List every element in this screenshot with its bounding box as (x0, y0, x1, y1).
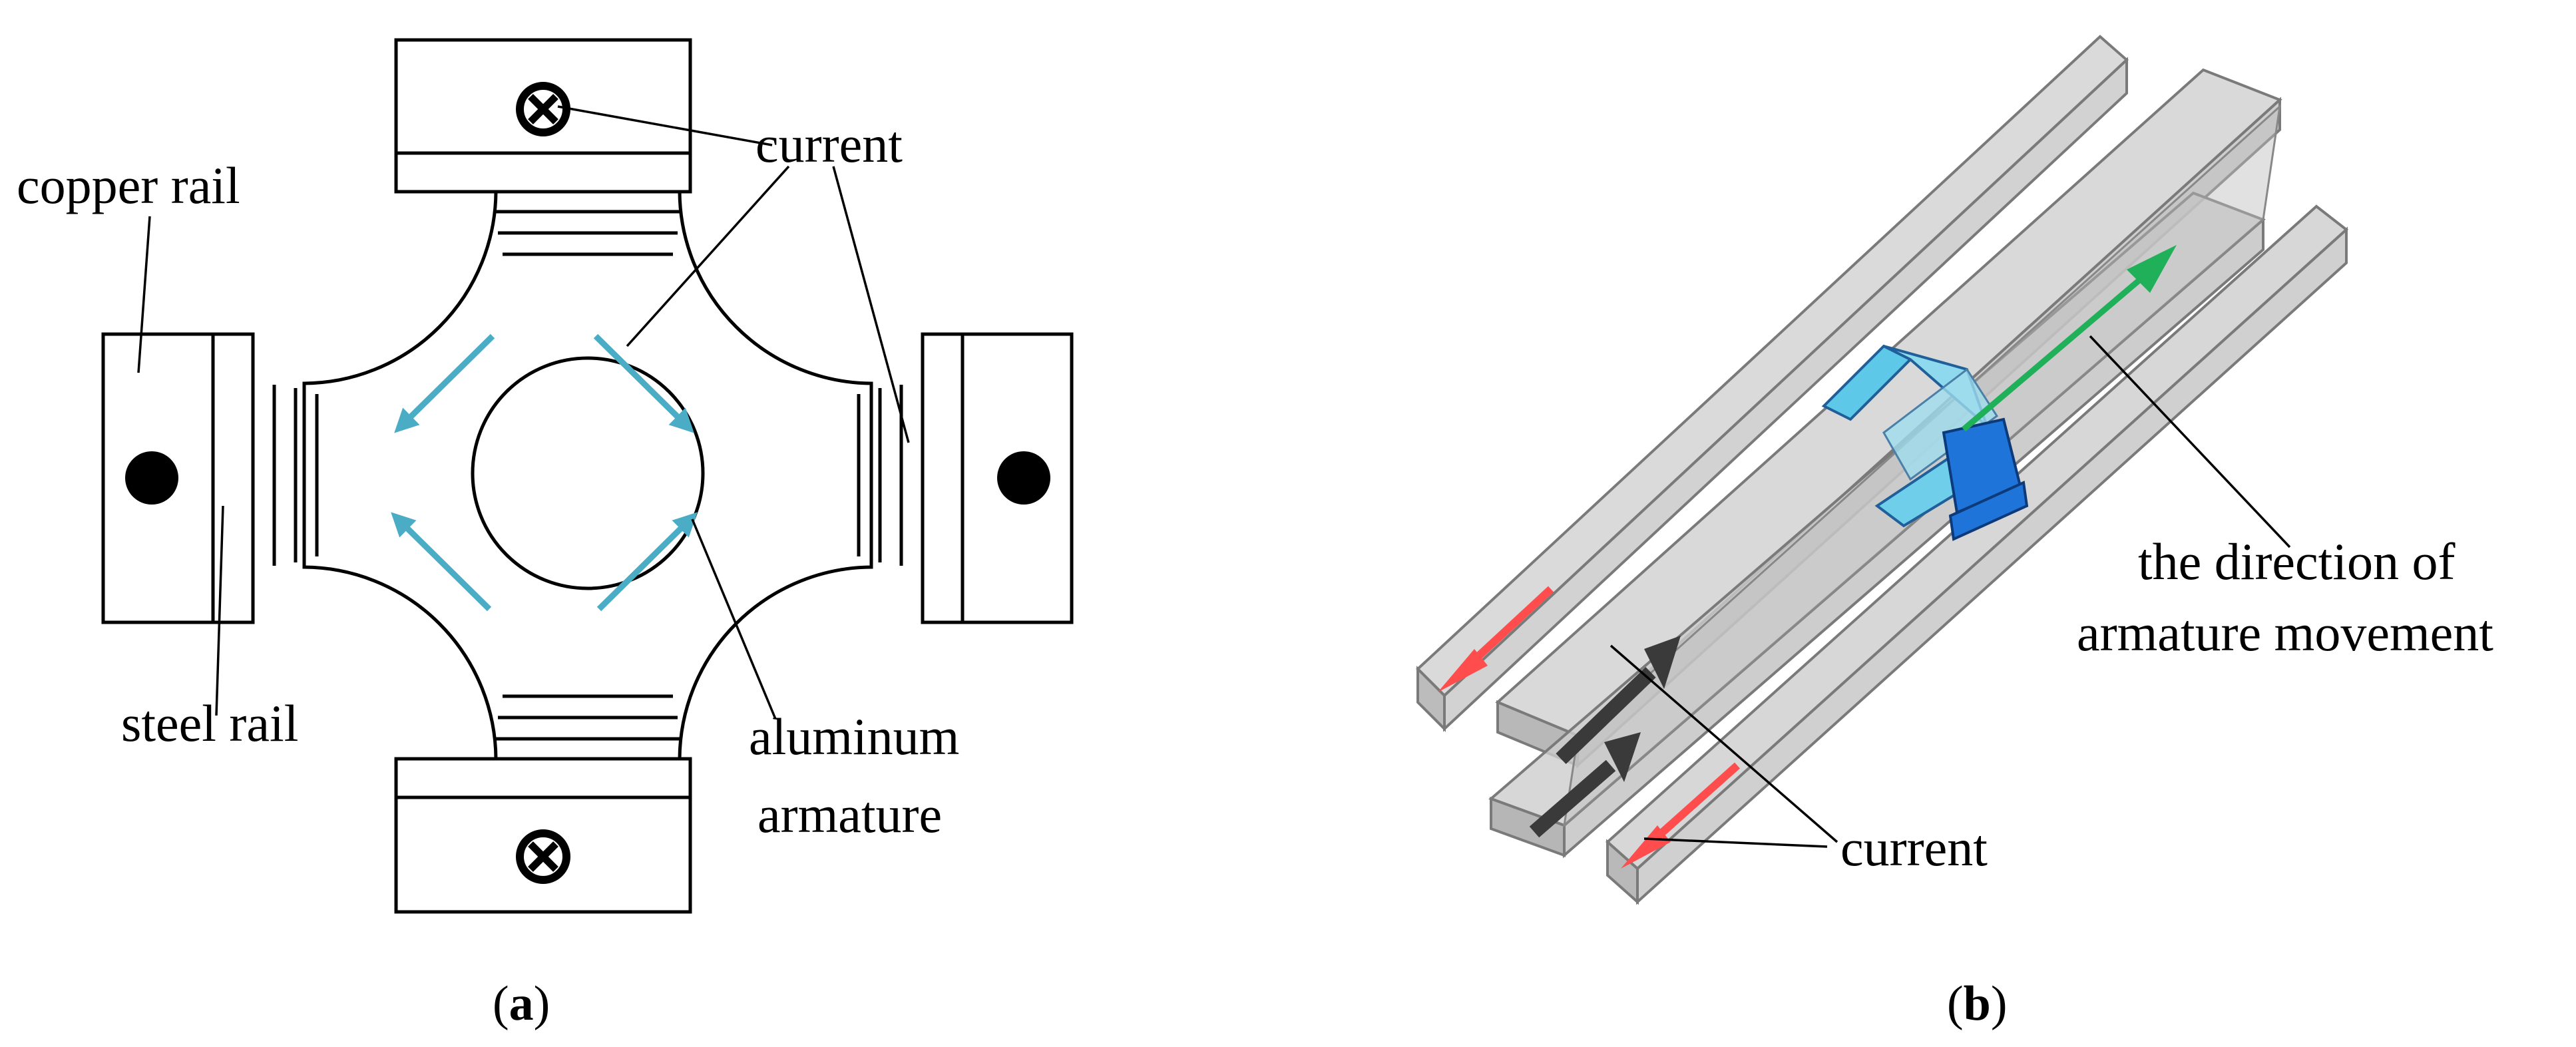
current-out-dot-left (125, 451, 178, 505)
leader-lines-b (1610, 335, 2291, 848)
rail-current-arrows (1438, 586, 1740, 869)
label-copper-rail: copper rail (17, 156, 240, 214)
leader-lines-a (137, 105, 910, 720)
bore-circle (471, 356, 705, 590)
current-out-dot-right (997, 451, 1050, 505)
top-steel-rail (394, 151, 692, 194)
right-rail (921, 332, 1074, 624)
left-steel-rail (211, 332, 255, 624)
rail-bodies (1416, 35, 2349, 905)
label-direction-line2: armature movement (2077, 604, 2493, 662)
current-in-icon-top (516, 82, 570, 136)
top-rail (394, 38, 692, 194)
right-steel-rail (921, 332, 965, 624)
armature-current-arrows-3d (1529, 636, 1681, 838)
panel-a: current copper rail steel rail aluminum … (17, 38, 1074, 1031)
caption-a: (a) (493, 976, 550, 1031)
left-rail (101, 332, 255, 624)
panel-b: the direction of armature movement curre… (1416, 35, 2493, 1031)
current-in-icon-bottom (516, 829, 570, 884)
armature-3d (1821, 344, 2029, 541)
bottom-steel-rail (394, 757, 692, 799)
caption-b: (b) (1947, 976, 2007, 1031)
label-current-a: current (755, 115, 903, 173)
label-aluminum: aluminum (749, 708, 959, 765)
label-steel-rail: steel rail (121, 694, 298, 752)
label-direction-line1: the direction of (2138, 532, 2456, 590)
movement-arrow (1962, 245, 2177, 432)
label-armature: armature (757, 785, 942, 843)
armature-current-arrows (391, 333, 698, 612)
label-current-b: current (1840, 819, 1988, 877)
bottom-rail (394, 757, 692, 914)
